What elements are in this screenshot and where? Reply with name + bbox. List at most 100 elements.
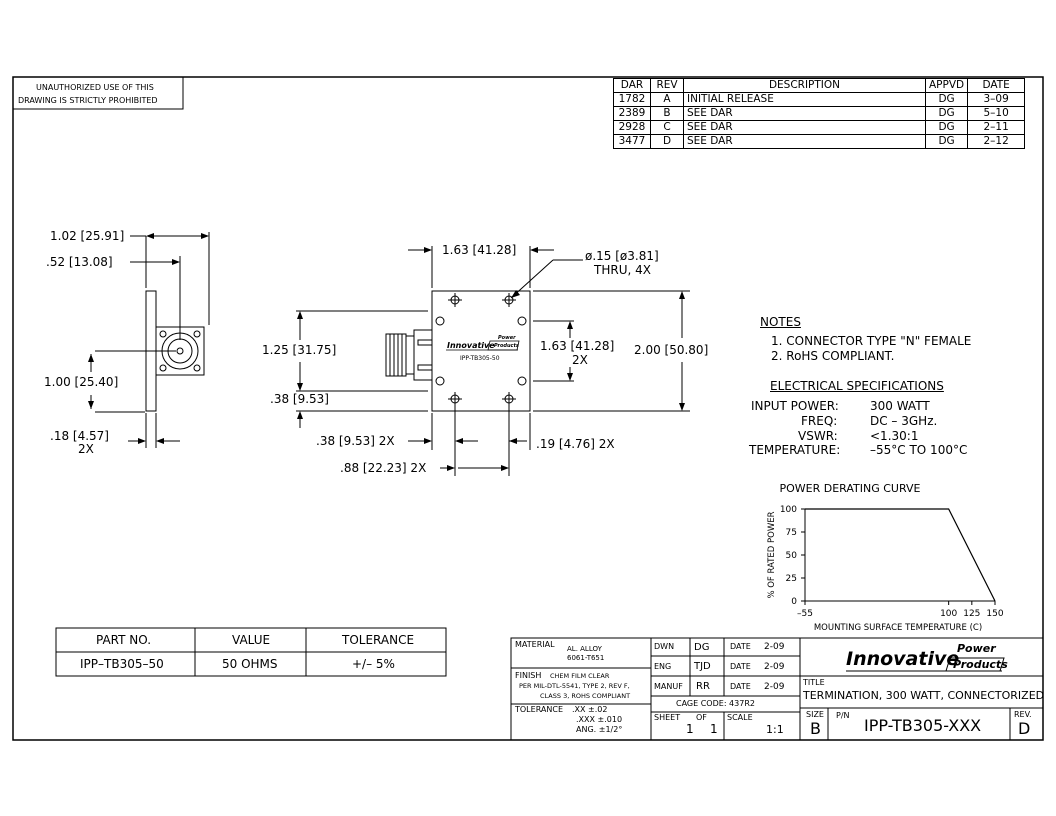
tb-rev-label: REV. [1014, 710, 1032, 719]
tb-finish-3: CLASS 3, ROHS COMPLIANT [540, 692, 631, 700]
rev-header-dar: DAR [613, 78, 651, 93]
table-row: 2389 B SEE DAR DG 5–10 [613, 106, 1026, 121]
spec-value-temperature: –55°C TO 100°C [870, 443, 968, 457]
tb-date-label-2: DATE [730, 662, 751, 671]
dim-side-flange: .18 [4.57] [50, 429, 109, 443]
tb-date-label-1: DATE [730, 642, 751, 651]
part-cell-tolerance: +/– 5% [352, 657, 395, 671]
dim-side-width: 1.02 [25.91] [50, 229, 125, 243]
chart-series-line [805, 508, 996, 602]
rev-cell-appvd: DG [924, 134, 969, 149]
table-row: 2928 C SEE DAR DG 2–11 [613, 120, 1026, 135]
tb-tolerance-3: ANG. ±1/2° [576, 725, 623, 734]
tb-scale: 1:1 [766, 723, 784, 736]
part-cell-part-no: IPP–TB305–50 [80, 657, 164, 671]
warning-box [12, 76, 184, 110]
rev-cell-appvd: DG [924, 120, 969, 135]
rev-cell-dar: 3477 [613, 134, 651, 149]
front-arrows [297, 247, 685, 471]
warning-line-2: DRAWING IS STRICTLY PROHIBITED [18, 96, 158, 105]
rev-cell-date: 5–10 [967, 106, 1026, 121]
rev-cell-date: 2–11 [967, 120, 1026, 135]
tb-sheet: 1 [686, 722, 694, 736]
rev-cell-rev: B [650, 106, 684, 121]
dim-left-offset: .38 [9.53] [270, 392, 329, 406]
rev-cell-dar: 2928 [613, 120, 651, 135]
chart-x-tick-label: –55 [797, 609, 813, 619]
dim-hole-diameter: ø.15 [ø3.81] [585, 249, 659, 263]
tb-size: B [810, 719, 821, 738]
tb-tolerance-1: .XX ±.02 [572, 705, 608, 714]
notes-title: NOTES [760, 315, 801, 329]
spec-label-temperature: TEMPERATURE: [749, 443, 841, 457]
part-header-tolerance: TOLERANCE [342, 633, 415, 647]
spec-value-input-power: 300 WATT [870, 399, 930, 413]
tb-date-3: 2-09 [764, 682, 785, 692]
dim-top-width: 1.63 [41.28] [442, 243, 517, 257]
dim-side-center: .52 [13.08] [46, 255, 113, 269]
revision-header-row: DAR REV DESCRIPTION APPVD DATE [613, 78, 1026, 93]
chart-x-tick-label: 125 [963, 609, 980, 619]
chart-title: POWER DERATING CURVE [779, 482, 920, 495]
dim-side-flange-count: 2X [78, 442, 94, 456]
dim-bottom-offset: .38 [9.53] 2X [316, 434, 395, 448]
dim-hole-spacing-count: 2X [572, 353, 588, 367]
note-item-1: 1. CONNECTOR TYPE "N" FEMALE [771, 334, 972, 348]
rev-cell-dar: 2389 [613, 106, 651, 121]
tb-dwn-label: DWN [654, 642, 675, 651]
tb-title: TERMINATION, 300 WATT, CONNECTORIZED [803, 689, 1045, 702]
chart-x-tick-label: 100 [940, 609, 957, 619]
electrical-title: ELECTRICAL SPECIFICATIONS [770, 379, 944, 393]
side-arrows [88, 233, 209, 444]
rev-cell-description: SEE DAR [683, 106, 926, 121]
chart-y-tick-label: 100 [780, 505, 797, 515]
tb-sheets: 1 [710, 722, 718, 736]
device-brand: Innovative [447, 341, 495, 350]
part-table-lines [55, 627, 447, 677]
dim-bottom-spacing: .88 [22.23] 2X [340, 461, 427, 475]
tb-finish-2: PER MIL-DTL-5541, TYPE 2, REV F, [519, 682, 630, 690]
dim-left-height: 1.25 [31.75] [262, 343, 337, 357]
tb-finish-label: FINISH [515, 671, 542, 680]
rev-cell-appvd: DG [924, 92, 969, 107]
tb-tolerance-2: .XXX ±.010 [576, 715, 623, 724]
tb-material-1: AL. ALLOY [567, 645, 602, 653]
device-brand-small-1: Power [498, 335, 516, 341]
table-row: 3477 D SEE DAR DG 2–12 [613, 134, 1026, 149]
dim-side-height: 1.00 [25.40] [44, 375, 119, 389]
tb-pn: IPP-TB305-XXX [864, 716, 982, 735]
chart-y-tick-label: 50 [786, 551, 798, 561]
tb-scale-label: SCALE [727, 713, 753, 722]
rev-cell-appvd: DG [924, 106, 969, 121]
tb-cage-code: CAGE CODE: 437R2 [676, 699, 755, 708]
rev-header-description: DESCRIPTION [683, 78, 926, 93]
part-header-part-no: PART NO. [96, 633, 152, 647]
tb-eng: TJD [694, 661, 711, 672]
spec-label-freq: FREQ: [801, 414, 838, 428]
chart-x-tick-label: 150 [986, 609, 1003, 619]
rev-cell-description: INITIAL RELEASE [683, 92, 926, 107]
device-logo-mark [446, 340, 520, 351]
rev-cell-date: 2–12 [967, 134, 1026, 149]
table-row: 1782 A INITIAL RELEASE DG 3–09 [613, 92, 1026, 107]
tb-manuf: RR [696, 681, 710, 692]
tb-material-2: 6061-T651 [567, 654, 605, 662]
spec-label-vswr: VSWR: [798, 429, 838, 443]
rev-header-appvd: APPVD [924, 78, 969, 93]
rev-header-rev: REV [650, 78, 684, 93]
device-brand-small-2: Products [494, 343, 519, 349]
tb-material-label: MATERIAL [515, 640, 555, 649]
rev-cell-date: 3–09 [967, 92, 1026, 107]
tb-company-small-1: Power [957, 642, 996, 655]
front-view [296, 246, 690, 476]
chart-y-tick-label: 0 [791, 597, 797, 607]
tb-sheet-label: SHEET [654, 713, 681, 722]
tb-dwn: DG [694, 642, 710, 653]
tb-company-small-2: Products [953, 658, 1008, 671]
dim-overall-height: 2.00 [50.80] [634, 343, 709, 357]
tb-finish-1: CHEM FILM CLEAR [550, 672, 610, 680]
chart-y-label: % OF RATED POWER [767, 511, 777, 598]
tb-size-label: SIZE [806, 710, 824, 719]
